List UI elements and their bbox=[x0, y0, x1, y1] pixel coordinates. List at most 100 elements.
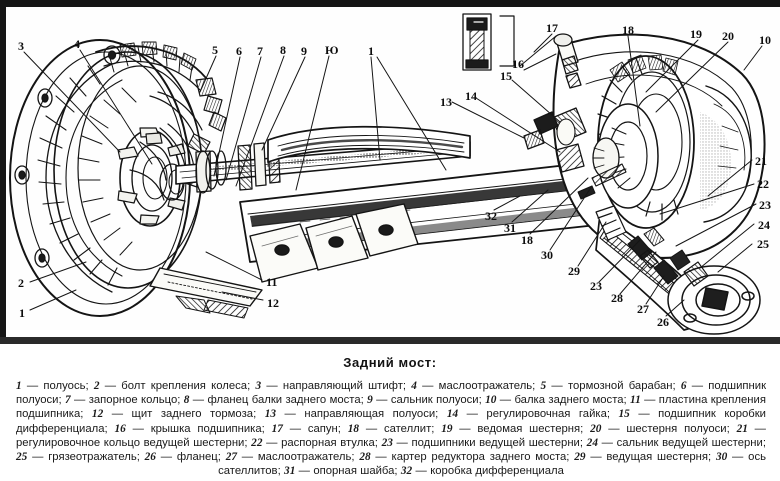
legend-item-text: пластина крепления подшипника bbox=[16, 394, 766, 421]
legend-item-text: сателлит bbox=[383, 422, 432, 435]
axle-tube-upper bbox=[267, 125, 471, 163]
callout-number: 11 bbox=[266, 275, 278, 289]
legend-item-number: 22 bbox=[251, 436, 263, 449]
legend-item-number: 20 bbox=[590, 422, 602, 435]
legend-separator: — bbox=[359, 422, 384, 435]
figure-title: Задний мост: bbox=[343, 355, 437, 370]
legend-separator: — bbox=[640, 394, 659, 407]
figure-frame-top-edge bbox=[0, 0, 780, 7]
legend-delimiter: ; bbox=[244, 436, 252, 449]
legend-separator: — bbox=[585, 451, 607, 464]
callout-number: 2 bbox=[18, 276, 24, 290]
legend-item-number: 8 bbox=[183, 394, 190, 407]
callout-number: 8 bbox=[280, 43, 286, 57]
legend-item-text: фланец bbox=[176, 451, 218, 464]
axle-shaft bbox=[175, 141, 471, 194]
legend-item-number: 23 bbox=[381, 436, 393, 449]
legend-separator: — bbox=[155, 451, 177, 464]
legend-item-text: сальник полуоси bbox=[390, 394, 479, 407]
legend-separator: — bbox=[27, 451, 49, 464]
callout-number: 1 bbox=[368, 44, 374, 58]
figure-frame-bottom-edge bbox=[0, 337, 780, 344]
legend-separator: — bbox=[125, 422, 151, 435]
legend-item-text: грязеотражатель bbox=[48, 451, 137, 464]
legend-separator: — bbox=[370, 451, 392, 464]
legend-delimiter: ; bbox=[394, 465, 401, 478]
callout-number: 3 bbox=[18, 39, 24, 53]
legend-delimiter: ; bbox=[351, 451, 360, 464]
legend-separator: — bbox=[747, 422, 766, 435]
callout-number: 13 bbox=[440, 95, 452, 109]
legend-delimiter: ; bbox=[337, 422, 348, 435]
callout-number: 15 bbox=[500, 69, 512, 83]
legend-item-text: полуось bbox=[43, 380, 86, 392]
legend-item-text: регулировочная гайка bbox=[486, 408, 607, 421]
legend-delimiter: ; bbox=[580, 422, 591, 435]
callout-number: 1 bbox=[19, 306, 25, 320]
legend-item-number: 13 bbox=[264, 408, 277, 421]
callout-number: 6 bbox=[236, 44, 242, 58]
legend-delimiter: ; bbox=[261, 422, 272, 435]
callout-number: 29 bbox=[568, 264, 580, 278]
callout-number: 9 bbox=[301, 44, 307, 58]
legend-item-text: ось сателлитов bbox=[218, 451, 766, 478]
legend-item-text: ведущая шестерня bbox=[606, 451, 709, 464]
callout-number: 5 bbox=[212, 43, 218, 57]
legend-item-text: балка заднего моста bbox=[514, 394, 624, 407]
callout-number: 22 bbox=[757, 177, 769, 191]
callout-number: 17 bbox=[546, 21, 558, 35]
inset-detail-box bbox=[462, 13, 515, 71]
legend-separator: — bbox=[70, 394, 89, 407]
legend-separator: — bbox=[452, 422, 478, 435]
callout-number: Ю bbox=[325, 43, 339, 57]
legend-item-number: 27 bbox=[225, 451, 237, 464]
legend-separator: — bbox=[21, 380, 44, 392]
legend-item-number: 12 bbox=[91, 408, 104, 421]
legend-delimiter: ; bbox=[726, 422, 737, 435]
legend-item-text: опорная шайба bbox=[313, 465, 395, 478]
callout-number: 10 bbox=[759, 33, 771, 47]
legend-item-number: 1 bbox=[16, 380, 22, 392]
legend-item-number: 30 bbox=[715, 451, 728, 464]
legend-delimiter: ; bbox=[104, 422, 115, 435]
legend-item-number: 25 bbox=[16, 451, 28, 464]
callout-number: 24 bbox=[758, 218, 770, 232]
legend-delimiter: ; bbox=[672, 380, 681, 392]
legend-delimiter: ; bbox=[360, 394, 368, 407]
legend-delimiter: ; bbox=[431, 422, 442, 435]
legend-delimiter: ; bbox=[136, 451, 145, 464]
legend-delimiter: ; bbox=[253, 408, 265, 421]
legend-item-text: коробка дифференциала bbox=[430, 465, 564, 478]
callout-number: 14 bbox=[465, 89, 477, 103]
legend-item-text: картер редуктора заднего моста bbox=[391, 451, 567, 464]
legend-separator: — bbox=[686, 380, 709, 392]
callout-number: 25 bbox=[757, 237, 769, 251]
legend-separator: — bbox=[412, 465, 431, 478]
legend-delimiter: ; bbox=[579, 436, 587, 449]
legend-delimiter: ; bbox=[374, 436, 382, 449]
legend-delimiter: ; bbox=[435, 408, 447, 421]
legend-item-number: 4 bbox=[411, 380, 417, 392]
legend-item-number: 6 bbox=[680, 380, 687, 392]
callout-number: 19 bbox=[690, 27, 702, 41]
legend-item-text: маслоотражатель bbox=[438, 380, 533, 392]
legend-item-number: 5 bbox=[540, 380, 547, 392]
legend-delimiter: ; bbox=[606, 408, 619, 421]
callout-number: 32 bbox=[485, 209, 497, 223]
rear-axle-cutaway-drawing bbox=[9, 13, 766, 335]
legend-item-number: 3 bbox=[255, 380, 262, 392]
legend-delimiter: ; bbox=[247, 380, 256, 392]
callout-number: 23 bbox=[590, 279, 602, 293]
callout-number: 7 bbox=[257, 44, 263, 58]
legend-item-text: тормозной барабан bbox=[567, 380, 673, 392]
legend-delimiter: ; bbox=[478, 394, 486, 407]
legend-separator: — bbox=[372, 394, 391, 407]
legend-delimiter: ; bbox=[277, 465, 285, 478]
legend-item-text: сапун bbox=[307, 422, 338, 435]
legend-delimiter: ; bbox=[217, 451, 226, 464]
legend-item-text: сальник ведущей шестерни bbox=[616, 436, 763, 449]
callout-number: 30 bbox=[541, 248, 553, 262]
legend-separator: — bbox=[189, 394, 208, 407]
legend-separator: — bbox=[276, 408, 305, 421]
